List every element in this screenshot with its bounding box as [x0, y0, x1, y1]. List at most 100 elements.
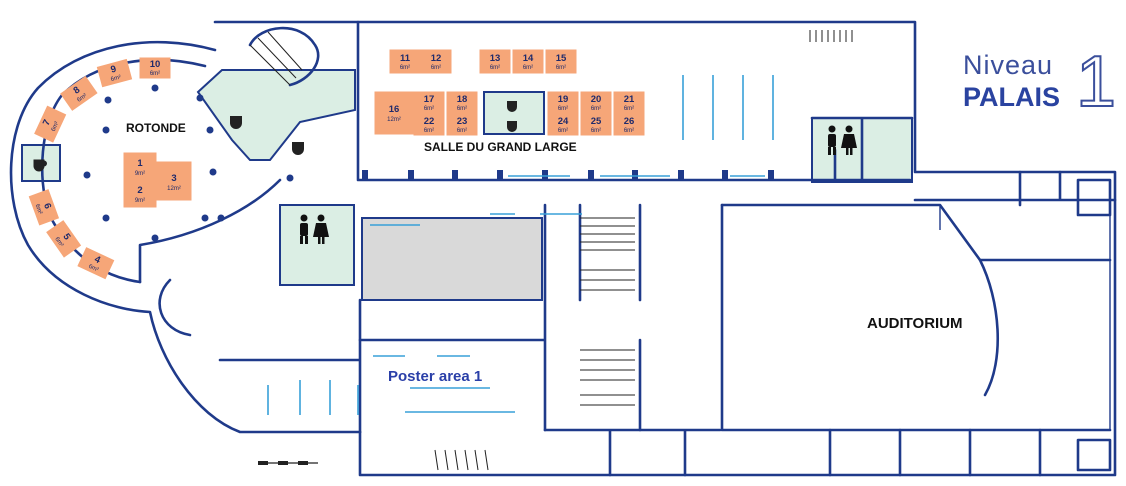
cafe-area-rotonde — [196, 69, 356, 161]
stand-10-area: 6m² — [150, 71, 160, 77]
stand-8-area: 6m² — [76, 93, 88, 104]
stage-curve — [978, 258, 999, 397]
stand-20[interactable]: 20 6m² — [580, 91, 612, 114]
stand-25-num: 25 — [591, 116, 602, 127]
stand-1[interactable]: 1 9m² — [123, 152, 157, 181]
stand-18[interactable]: 18 6m² — [446, 91, 478, 114]
stand-24-num: 24 — [558, 116, 569, 127]
stand-20-num: 20 — [591, 94, 602, 105]
room-label-grand-large: SALLE DU GRAND LARGE — [424, 140, 577, 154]
stand-22-num: 22 — [424, 116, 435, 127]
stand-17[interactable]: 17 6m² — [413, 91, 445, 114]
stand-2-area: 9m² — [135, 198, 145, 204]
stand-9[interactable]: 9 6m² — [96, 58, 133, 88]
stand-8-num: 8 — [72, 84, 83, 96]
stand-10[interactable]: 10 6m² — [139, 57, 171, 79]
stand-4-area: 6m² — [87, 264, 99, 274]
cafe-corner — [21, 144, 61, 182]
stand-15[interactable]: 15 6m² — [545, 49, 577, 74]
pillar-row — [362, 170, 774, 180]
stand-26-area: 6m² — [624, 128, 634, 134]
stand-14-num: 14 — [523, 53, 534, 64]
stand-17-area: 6m² — [424, 106, 434, 112]
stand-15-num: 15 — [556, 53, 567, 64]
stand-3[interactable]: 3 12m² — [156, 161, 192, 201]
stand-3-area: 12m² — [167, 186, 181, 192]
stand-3-num: 3 — [171, 173, 176, 184]
stand-1-area: 9m² — [135, 171, 145, 177]
poster-walls — [358, 203, 547, 432]
stand-12[interactable]: 12 6m² — [420, 49, 452, 74]
rotonde-columns — [83, 84, 294, 242]
poster-boards — [267, 75, 774, 415]
stand-7-area: 6m² — [51, 121, 61, 133]
stand-4-num: 4 — [93, 254, 103, 267]
stands: 10 6m² 9 6m² 8 6m² 7 6m² 6 6m² 5 6m² 4 6… — [28, 49, 645, 280]
stand-11[interactable]: 11 6m² — [389, 49, 421, 74]
auditorium-west-wall — [720, 203, 1112, 432]
level-title: Niveau — [963, 50, 1054, 80]
stand-13-area: 6m² — [490, 65, 500, 71]
stand-21-num: 21 — [624, 94, 635, 105]
stand-14-area: 6m² — [523, 65, 533, 71]
stand-25[interactable]: 25 6m² — [580, 113, 612, 136]
restroom-icon — [300, 125, 857, 244]
stand-5[interactable]: 5 6m² — [46, 220, 82, 258]
stand-6-num: 6 — [41, 202, 53, 211]
stand-13[interactable]: 13 6m² — [479, 49, 511, 74]
stand-2[interactable]: 2 9m² — [123, 179, 157, 208]
stand-25-area: 6m² — [591, 128, 601, 134]
grey-hall — [361, 217, 543, 301]
stand-12-num: 12 — [431, 53, 442, 64]
stairs-icon — [158, 26, 1112, 472]
stand-20-area: 6m² — [591, 106, 601, 112]
stand-6[interactable]: 6 6m² — [28, 189, 60, 226]
building-outline — [213, 20, 1117, 477]
level-number: 1 — [1075, 42, 1117, 122]
stand-16[interactable]: 16 12m² — [374, 91, 414, 135]
stand-7-num: 7 — [41, 118, 53, 127]
stand-22[interactable]: 22 6m² — [413, 113, 445, 136]
stand-21-area: 6m² — [624, 106, 634, 112]
stand-22-area: 6m² — [424, 128, 434, 134]
stand-13-num: 13 — [490, 53, 501, 64]
stand-15-area: 6m² — [556, 65, 566, 71]
stand-19-num: 19 — [558, 94, 569, 105]
stand-8[interactable]: 8 6m² — [60, 75, 98, 111]
stand-23-num: 23 — [457, 116, 468, 127]
stand-17-num: 17 — [424, 94, 435, 105]
stand-24[interactable]: 24 6m² — [547, 113, 579, 136]
lower-left-walls — [218, 298, 362, 434]
level-subtitle: PALAIS — [963, 82, 1061, 112]
stand-24-area: 6m² — [558, 128, 568, 134]
stand-19-area: 6m² — [558, 106, 568, 112]
room-label-rotonde: ROTONDE — [126, 121, 186, 135]
stand-16-num: 16 — [389, 104, 400, 115]
stand-6-area: 6m² — [34, 203, 43, 215]
rotonde-curve — [138, 178, 282, 284]
stand-14[interactable]: 14 6m² — [512, 49, 544, 74]
stand-5-num: 5 — [60, 232, 72, 243]
stand-11-area: 6m² — [400, 65, 410, 71]
stand-26-num: 26 — [624, 116, 635, 127]
poster-area-label: Poster area 1 — [388, 368, 483, 385]
stand-23[interactable]: 23 6m² — [446, 113, 478, 136]
stand-12-area: 6m² — [431, 65, 441, 71]
right-rooms — [913, 170, 1117, 207]
cafe-grand-large-area — [483, 91, 545, 135]
stand-4[interactable]: 4 6m² — [77, 247, 115, 280]
stand-7[interactable]: 7 6m² — [34, 105, 67, 143]
stand-21[interactable]: 21 6m² — [613, 91, 645, 114]
stand-18-num: 18 — [457, 94, 468, 105]
stand-2-num: 2 — [137, 185, 142, 196]
bottom-rooms — [543, 428, 1042, 477]
stand-5-area: 6m² — [53, 236, 64, 248]
rotonde-outer-wall — [9, 40, 362, 434]
stand-23-area: 6m² — [457, 128, 467, 134]
stand-26[interactable]: 26 6m² — [613, 113, 645, 136]
stand-19[interactable]: 19 6m² — [547, 91, 579, 114]
stair-walls — [578, 203, 642, 432]
stand-16-area: 12m² — [387, 117, 401, 123]
